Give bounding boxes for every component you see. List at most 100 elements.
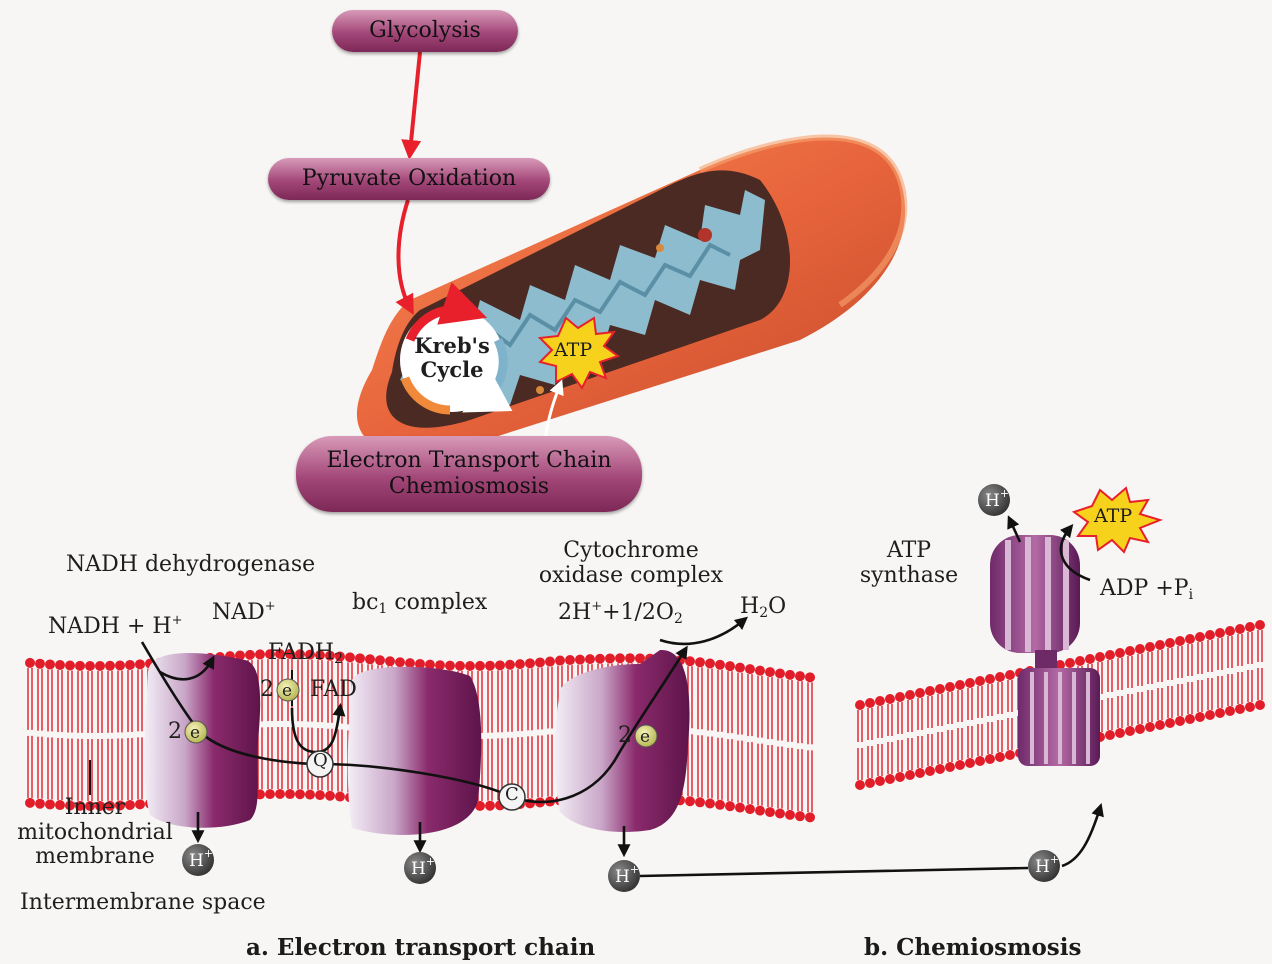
lipid-head xyxy=(785,670,795,680)
water-o: O xyxy=(768,594,786,619)
bc1-complex-protein xyxy=(348,667,481,835)
lipid-head xyxy=(995,672,1005,682)
lipid-head xyxy=(1205,630,1215,640)
etc-pill-line1: Electron Transport Chain xyxy=(327,448,612,474)
lipid-head xyxy=(1235,704,1245,714)
caption-a: a. Electron transport chain xyxy=(246,934,595,961)
adp-sub: i xyxy=(1189,587,1193,603)
two-e-num-2: 2 xyxy=(260,677,274,702)
adp-text: ADP +P xyxy=(1100,576,1189,601)
cytochrome-oxidase-label: Cytochrome oxidase complex xyxy=(528,538,734,589)
lipid-head xyxy=(965,758,975,768)
lipid-head xyxy=(785,810,795,820)
lipid-head xyxy=(775,809,785,819)
lipid-head xyxy=(685,656,695,666)
lipid-head xyxy=(385,656,395,666)
lipid-head xyxy=(615,653,625,663)
lipid-head xyxy=(355,653,365,663)
proton-return-arrow xyxy=(1062,808,1100,866)
lipid-head xyxy=(485,661,495,671)
lipid-head xyxy=(85,661,95,671)
lipid-head xyxy=(485,801,495,811)
lipid-head xyxy=(1085,654,1095,664)
membrane-line3: membrane xyxy=(10,845,180,870)
lipid-head xyxy=(455,661,465,671)
synthase-line1: ATP xyxy=(856,538,962,563)
lipid-head xyxy=(875,776,885,786)
lipid-head xyxy=(915,768,925,778)
lipid-head xyxy=(515,659,525,669)
lipid-head xyxy=(705,658,715,668)
lipid-head xyxy=(965,678,975,688)
lipid-head xyxy=(375,655,385,665)
synthase-line2: synthase xyxy=(856,563,962,588)
fadh2-text: FADH xyxy=(268,640,334,665)
two-e-sym-1: e xyxy=(190,723,200,743)
lipid-head xyxy=(1215,628,1225,638)
lipid-head xyxy=(1195,632,1205,642)
two-electron-label-1: 2e xyxy=(168,719,200,744)
lipid-head xyxy=(925,766,935,776)
lipid-head xyxy=(125,660,135,670)
two-e-sym-3: e xyxy=(640,727,650,747)
lipid-head xyxy=(935,764,945,774)
lipid-head xyxy=(395,657,405,667)
lipid-head xyxy=(605,653,615,663)
lipid-head xyxy=(805,672,815,682)
lipid-head xyxy=(925,686,935,696)
proton-return-line xyxy=(640,868,1028,876)
lipid-head xyxy=(1175,636,1185,646)
lipid-head xyxy=(865,698,875,708)
lipid-head xyxy=(715,800,725,810)
lipid-head xyxy=(245,650,255,660)
lipid-head xyxy=(1175,716,1185,726)
nadh-dehydrogenase-label: NADH dehydrogenase xyxy=(66,552,315,577)
lipid-head xyxy=(715,660,725,670)
krebs-label: Kreb's Cycle xyxy=(406,334,498,382)
lipid-head xyxy=(955,760,965,770)
h4-text: H xyxy=(1035,857,1050,877)
lipid-head xyxy=(535,657,545,667)
fadh2-arrow xyxy=(292,708,340,752)
lipid-head xyxy=(795,671,805,681)
lipid-head xyxy=(1065,658,1075,668)
h1-plus: + xyxy=(204,847,213,860)
lipid-head xyxy=(875,696,885,706)
lipid-head xyxy=(285,789,295,799)
lipid-head xyxy=(325,791,335,801)
lipid-head xyxy=(1215,708,1225,718)
glycolysis-label: Glycolysis xyxy=(369,18,481,44)
water-label: H2O xyxy=(740,594,786,621)
lipid-head xyxy=(1165,638,1175,648)
lipid-head xyxy=(1255,700,1265,710)
lipid-head xyxy=(1155,720,1165,730)
lipid-head xyxy=(315,790,325,800)
lipid-head xyxy=(135,659,145,669)
lipid-head xyxy=(75,661,85,671)
membrane-line1: Inner xyxy=(10,796,180,821)
lipid-head xyxy=(735,803,745,813)
lipid-head xyxy=(95,661,105,671)
lipid-head xyxy=(1245,622,1255,632)
lipid-head xyxy=(895,772,905,782)
lipid-head xyxy=(1155,640,1165,650)
lipid-head xyxy=(1005,670,1015,680)
lipid-head xyxy=(805,812,815,822)
lipid-head xyxy=(45,659,55,669)
fadh2-label: FADH2 xyxy=(268,640,343,667)
lipid-head xyxy=(275,789,285,799)
krebs-line2: Cycle xyxy=(406,358,498,382)
lipid-head xyxy=(995,752,1005,762)
lipid-head xyxy=(795,811,805,821)
fadh2-sub: 2 xyxy=(334,651,343,667)
adp-pi-label: ADP +Pi xyxy=(1100,576,1193,603)
two-e-num-1: 2 xyxy=(168,719,182,744)
pyruvate-oxidation-pill: Pyruvate Oxidation xyxy=(268,158,550,200)
lipid-head xyxy=(975,756,985,766)
lipid-head xyxy=(855,780,865,790)
bc1-sub: 1 xyxy=(378,601,387,617)
lipid-head xyxy=(305,790,315,800)
h-ion-label-4: H+ xyxy=(1035,854,1059,878)
lipid-head xyxy=(1135,644,1145,654)
